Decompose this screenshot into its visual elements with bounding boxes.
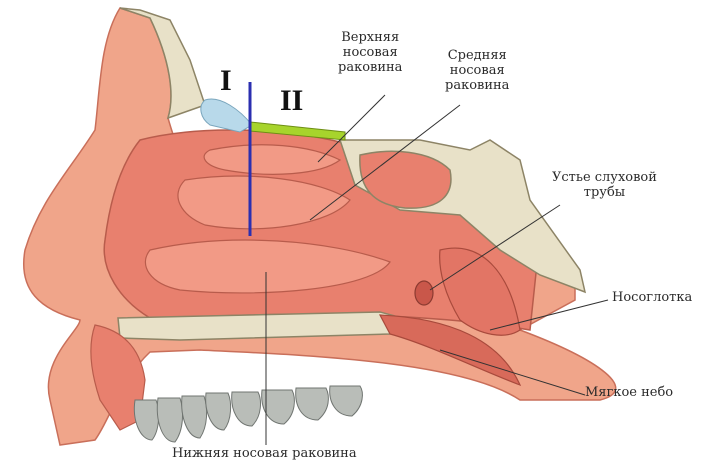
region-two-marker: II	[280, 84, 303, 118]
region-one-marker: I	[220, 64, 232, 98]
tooth	[330, 386, 363, 416]
label-tube-orifice: Устье слуховой трубы	[552, 170, 657, 200]
tooth	[296, 388, 329, 420]
tooth	[232, 392, 261, 426]
label-inferior-turbinate: Нижняя носовая раковина	[172, 446, 357, 461]
label-middle-turbinate: Средняя носовая раковина	[445, 48, 509, 93]
tooth	[157, 398, 182, 442]
tube-orifice-shape	[415, 281, 433, 305]
tooth	[134, 400, 158, 440]
tooth	[182, 396, 207, 438]
label-nasopharynx: Носоглотка	[612, 290, 692, 305]
label-superior-turbinate: Верхняя носовая раковина	[338, 30, 402, 75]
frontal-sinus	[201, 99, 252, 132]
teeth	[134, 386, 362, 442]
tooth	[262, 390, 295, 424]
tooth	[206, 393, 231, 430]
label-soft-palate: Мягкое небо	[585, 385, 673, 400]
